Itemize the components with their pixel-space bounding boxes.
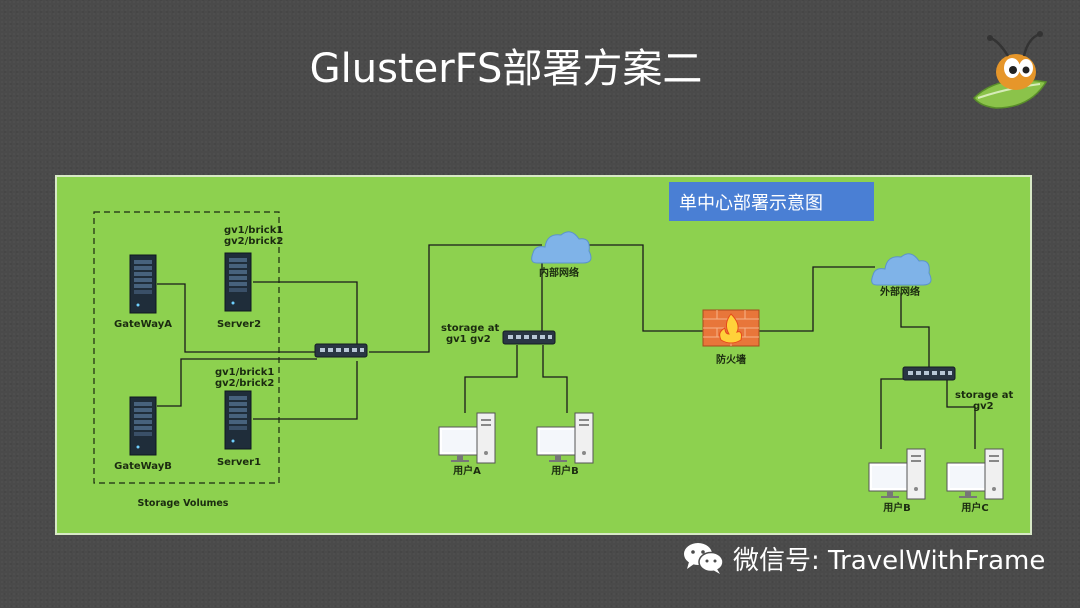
server2-brick-2-label: gv2/brick2 xyxy=(224,236,284,247)
storage-outer-label-2: gv2 xyxy=(973,401,994,412)
wechat-icon xyxy=(684,543,724,574)
user-b-inner-label: 用户B xyxy=(551,466,579,477)
firewall-label: 防火墙 xyxy=(716,355,746,366)
core-switch-icon xyxy=(314,343,368,358)
user-c-pc-icon xyxy=(946,448,1004,500)
storage-volumes-boundary xyxy=(93,211,280,484)
storage-inner-label-1: storage at xyxy=(441,323,500,334)
gateway-a-server-icon xyxy=(129,254,157,314)
internal-network-label: 内部网络 xyxy=(539,268,579,279)
user-b-outer-pc-icon xyxy=(868,448,926,500)
user-a-pc-icon xyxy=(438,412,496,464)
storage-inner-label-2: gv1 gv2 xyxy=(446,334,491,345)
server1-brick-1-label: gv1/brick1 xyxy=(215,367,275,378)
external-network-label: 外部网络 xyxy=(880,287,920,298)
user-b-inner-pc-icon xyxy=(536,412,594,464)
watermark: 微信号: TravelWithFrame xyxy=(683,540,1045,576)
storage-outer-label-1: storage at xyxy=(955,390,1014,401)
server2-server-icon xyxy=(224,252,252,312)
internal-network-cloud-icon xyxy=(531,231,592,264)
inner-switch-icon xyxy=(502,330,556,345)
gateway-b-server-icon xyxy=(129,396,157,456)
diagram-caption: 单中心部署示意图 xyxy=(669,182,874,221)
gateway-b-label: GateWayB xyxy=(114,461,172,472)
deployment-diagram: 单中心部署示意图 GateWayA Server2 GateWayB Serve… xyxy=(55,175,1032,535)
server1-server-icon xyxy=(224,390,252,450)
user-b-outer-label: 用户B xyxy=(883,503,911,514)
outer-switch-icon xyxy=(902,366,956,381)
user-a-label: 用户A xyxy=(453,466,481,477)
firewall-icon xyxy=(702,309,760,347)
diagram-canvas xyxy=(93,211,1004,500)
ant-logo-icon xyxy=(973,31,1048,109)
slide-title: GlusterFS部署方案二 xyxy=(309,46,703,92)
user-c-label: 用户C xyxy=(961,503,989,514)
server2-brick-1-label: gv1/brick1 xyxy=(224,225,284,236)
storage-volumes-label: Storage Volumes xyxy=(137,498,229,509)
server1-brick-2-label: gv2/brick2 xyxy=(215,378,275,389)
gateway-a-label: GateWayA xyxy=(114,319,172,330)
server1-label: Server1 xyxy=(216,457,262,468)
external-network-cloud-icon xyxy=(871,253,932,286)
server2-label: Server2 xyxy=(216,319,262,330)
connection-lines xyxy=(157,244,976,449)
watermark-text: 微信号: TravelWithFrame xyxy=(733,545,1046,576)
